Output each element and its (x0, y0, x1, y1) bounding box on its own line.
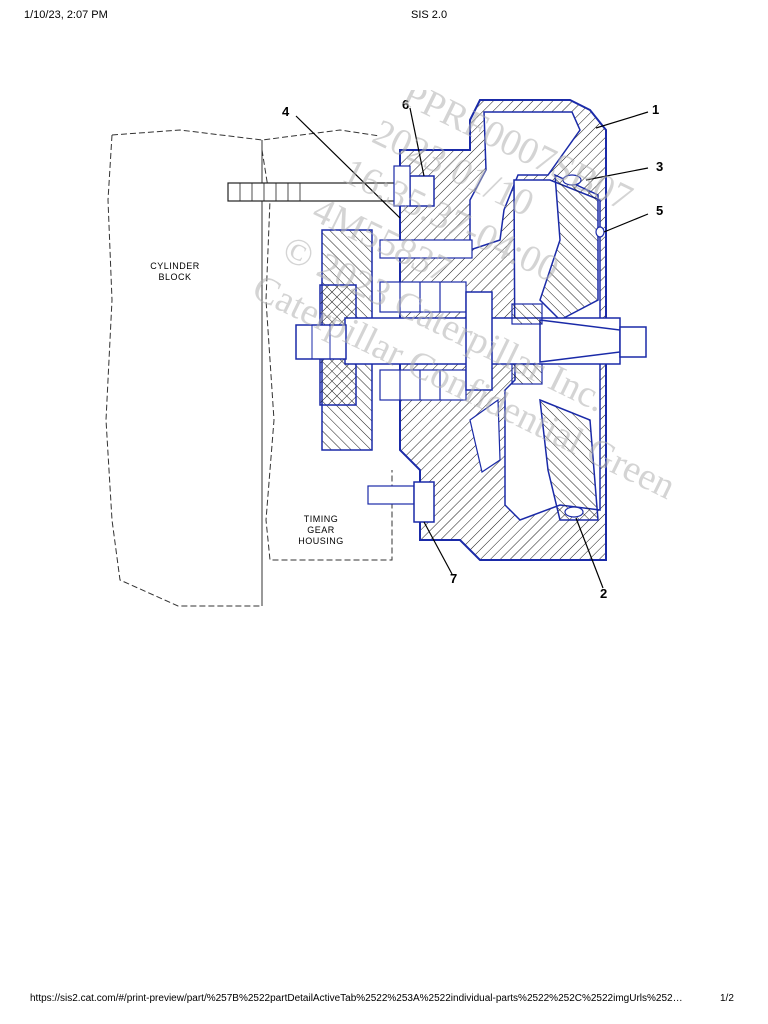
cylinder-block-outline (105, 134, 262, 607)
lower-seal (511, 363, 543, 385)
page-number: 1/2 (720, 993, 734, 1004)
cylinder-block-top (111, 129, 381, 141)
print-datetime: 1/10/23, 2:07 PM (24, 9, 108, 21)
page-url: https://sis2.cat.com/#/print-preview/par… (30, 993, 683, 1004)
flange-bolt-upper (379, 239, 473, 259)
o-ring-5 (595, 226, 605, 238)
drain-tube (469, 398, 501, 473)
shaft-nut-left (295, 324, 347, 360)
timing-gear-housing-label: TIMING GEAR HOUSING (298, 514, 344, 546)
leader-6 (409, 107, 425, 177)
leader-2 (575, 517, 604, 589)
timing-gear-housing-outline (261, 149, 393, 561)
leader-1 (595, 111, 649, 129)
leader-3 (585, 167, 649, 181)
bolt-6-shank (393, 165, 411, 207)
volute-chamber (469, 111, 581, 252)
leader-5 (603, 213, 649, 233)
callout-2: 2 (600, 586, 608, 601)
long-stud (227, 182, 399, 202)
o-ring-2 (564, 506, 584, 518)
leader-4 (295, 115, 401, 219)
leader-7 (423, 521, 453, 575)
upper-bearing (379, 281, 467, 313)
bearing-spacer (465, 291, 493, 391)
o-ring-3 (562, 174, 582, 186)
callout-6: 6 (402, 97, 410, 112)
bolt-7-shank (367, 485, 415, 505)
callout-1: 1 (652, 102, 660, 117)
cylinder-block-label: CYLINDER BLOCK (150, 261, 200, 282)
callout-5: 5 (656, 203, 664, 218)
lower-bearing (379, 369, 467, 401)
print-title: SIS 2.0 (411, 9, 448, 21)
impeller-lower (539, 398, 599, 521)
upper-seal (511, 303, 543, 325)
shaft-nut-right (619, 326, 647, 358)
callout-7: 7 (450, 571, 458, 586)
bolt-7-head (413, 481, 435, 523)
callout-4: 4 (282, 104, 290, 119)
callout-3: 3 (656, 159, 664, 174)
bolt-6-head (409, 175, 435, 207)
